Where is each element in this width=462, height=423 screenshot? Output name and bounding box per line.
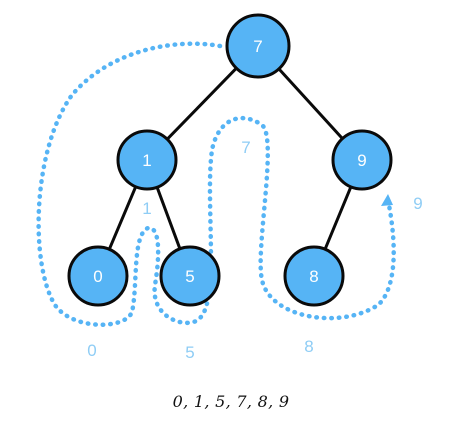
tree-edge: [323, 185, 353, 251]
visit-label: 5: [185, 343, 194, 362]
tree-node: 8: [283, 245, 345, 307]
node-label: 9: [357, 151, 366, 170]
node-label: 8: [309, 267, 318, 286]
visit-label: 8: [304, 337, 313, 356]
node-label: 7: [253, 37, 262, 56]
visit-labels: 0 1 5 7 8 9: [87, 138, 422, 362]
tree-edge: [107, 185, 138, 251]
visit-label: 7: [241, 138, 250, 157]
traversal-arrowhead: [381, 194, 393, 206]
traversal-result: 0, 1, 5, 7, 8, 9: [172, 392, 290, 411]
visit-label: 9: [413, 194, 422, 213]
visit-label: 0: [87, 341, 96, 360]
tree-edge: [277, 67, 344, 141]
tree-node: 0: [67, 245, 129, 307]
tree-nodes: 7 1 9 0 5 8: [67, 13, 393, 307]
tree-node: 1: [116, 129, 178, 191]
visit-label: 1: [142, 199, 151, 218]
node-label: 5: [185, 267, 194, 286]
tree-node: 9: [331, 129, 393, 191]
tree-edges: [107, 66, 353, 251]
tree-node: 5: [159, 245, 221, 307]
tree-edge: [165, 66, 238, 141]
tree-node: 7: [225, 13, 291, 79]
traversal-path: [36, 41, 396, 327]
node-label: 1: [142, 151, 151, 170]
node-label: 0: [93, 267, 102, 286]
tree-edge: [155, 185, 182, 251]
